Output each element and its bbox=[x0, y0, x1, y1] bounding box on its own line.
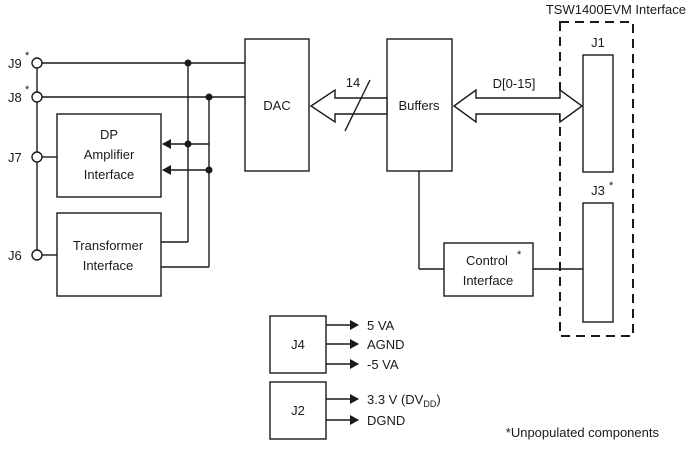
j1-connector-box bbox=[582, 54, 614, 173]
buffers-label: Buffers bbox=[399, 98, 440, 113]
junction-dot bbox=[205, 93, 213, 101]
j8-asterisk: * bbox=[25, 84, 30, 96]
junction-dot bbox=[184, 59, 192, 67]
xfmr-block-line2: Interface bbox=[83, 258, 134, 273]
j4-output-1: 5 VA bbox=[367, 318, 395, 333]
j4-output-2: AGND bbox=[367, 337, 405, 352]
data-bus-label: D[0-15] bbox=[493, 76, 536, 91]
j3-asterisk: * bbox=[609, 180, 614, 192]
j2-power-block bbox=[269, 381, 327, 440]
junction-dot bbox=[205, 166, 213, 174]
j9-jack bbox=[31, 57, 43, 69]
j7-label: J7 bbox=[8, 150, 22, 165]
j8-label: J8 bbox=[8, 90, 22, 105]
j2-output-1-main: 3.3 V (DV bbox=[367, 392, 424, 407]
ctrl-asterisk: * bbox=[517, 249, 522, 261]
j8-jack bbox=[31, 91, 43, 103]
j7-jack bbox=[31, 151, 43, 163]
control-interface-block bbox=[443, 242, 534, 297]
j2-output-1-close: ) bbox=[436, 392, 440, 407]
data-bus-arrow bbox=[452, 88, 584, 124]
j3-label: J3 bbox=[591, 183, 605, 198]
dac-label: DAC bbox=[263, 98, 290, 113]
transformer-interface-block bbox=[56, 212, 162, 297]
j2-label: J2 bbox=[291, 403, 305, 418]
junction-dot bbox=[184, 140, 192, 148]
j2-output-1: 3.3 V (DVDD) bbox=[367, 392, 441, 409]
dp-block-line1: DP bbox=[100, 127, 118, 142]
dp-block-line2: Amplifier bbox=[84, 147, 135, 162]
j2-output-1-subscript: DD bbox=[423, 399, 436, 409]
dp-block-line3: Interface bbox=[84, 167, 135, 182]
dp-amplifier-interface-block bbox=[56, 113, 162, 198]
footnote: *Unpopulated components bbox=[506, 425, 660, 440]
xfmr-block-line1: Transformer bbox=[73, 238, 144, 253]
j6-label: J6 bbox=[8, 248, 22, 263]
tsw1400evm-label: TSW1400EVM Interface bbox=[546, 2, 686, 17]
j3-connector-box bbox=[582, 202, 614, 323]
j4-output-3: -5 VA bbox=[367, 357, 399, 372]
dac-bus-width-label: 14 bbox=[346, 75, 360, 90]
ctrl-block-line1: Control bbox=[466, 253, 508, 268]
tsw1400evm-interface-group bbox=[559, 21, 634, 337]
ctrl-block-line2: Interface bbox=[463, 273, 514, 288]
dac-block bbox=[244, 38, 310, 172]
bus-width-slash bbox=[344, 79, 371, 132]
j4-label: J4 bbox=[291, 337, 305, 352]
j1-label: J1 bbox=[591, 35, 605, 50]
j2-output-2: DGND bbox=[367, 413, 405, 428]
j6-jack bbox=[31, 249, 43, 261]
buffers-block bbox=[386, 38, 453, 172]
j4-power-block bbox=[269, 315, 327, 374]
j9-asterisk: * bbox=[25, 50, 30, 62]
j9-label: J9 bbox=[8, 56, 22, 71]
dac-bus-arrow bbox=[309, 88, 388, 124]
